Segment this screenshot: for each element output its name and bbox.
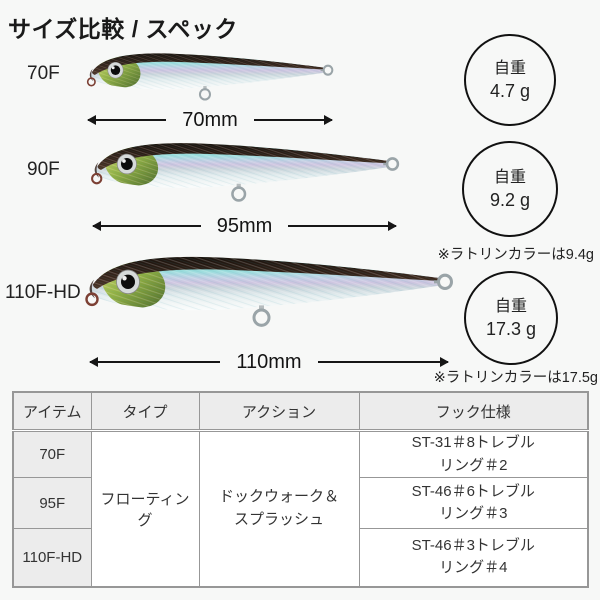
dimension-arrow-110fhd: 110mm	[88, 351, 450, 373]
arrow-right-icon	[253, 115, 334, 125]
arrow-right-icon	[288, 221, 397, 231]
weight-title: 自重	[493, 59, 526, 77]
arrow-right-icon	[317, 357, 450, 367]
arrow-left-icon	[92, 221, 201, 231]
col-header-item: アイテム	[12, 391, 92, 432]
lure-photo-70f	[86, 46, 334, 104]
spec-table-header-row: アイテム タイプ アクション フック仕様	[12, 391, 589, 432]
col-header-hook: フック仕様	[358, 391, 589, 432]
col-header-action: アクション	[198, 391, 360, 432]
weight-badge-70f: 自重 4.7 g	[464, 34, 556, 126]
item-cell-70f: 70F	[12, 430, 92, 478]
arrow-left-icon	[88, 357, 221, 367]
lure-photo-110fhd	[84, 246, 454, 332]
rattlin-color-note-90: ※ラトリンカラーは9.4g	[437, 247, 594, 263]
col-header-type: タイプ	[90, 391, 200, 432]
weight-title: 自重	[493, 168, 526, 186]
length-label-110fhd: 110mm	[236, 351, 302, 373]
table-row-110fhd: 110F-HD ST-46＃3トレブル リング＃4	[12, 528, 589, 587]
page-title: サイズ比較 / スペック	[8, 16, 238, 42]
weight-badge-90f: 自重 9.2 g	[462, 141, 558, 237]
arrow-left-icon	[86, 115, 167, 125]
action-cell: ドックウォーク＆ スプラッシュ	[198, 430, 360, 587]
table-row-95f: 95F ST-46＃6トレブル リング＃3	[12, 477, 589, 529]
dimension-arrow-90f: 95mm	[92, 215, 397, 237]
hook-cell-70f: ST-31＃8トレブル リング＃2	[358, 430, 589, 478]
item-cell-95f: 95F	[12, 477, 92, 529]
lure-label-70f: 70F	[27, 63, 60, 84]
lure-label-90f: 90F	[27, 159, 60, 180]
rattlin-color-note-110: ※ラトリンカラーは17.5g	[433, 370, 598, 386]
dimension-arrow-70f: 70mm	[86, 109, 334, 131]
table-row-70f: 70F フローティング ドックウォーク＆ スプラッシュ ST-31＃8トレブル …	[12, 430, 589, 587]
hook-cell-110fhd: ST-46＃3トレブル リング＃4	[358, 528, 589, 587]
length-label-90f: 95mm	[216, 215, 273, 237]
spec-table: アイテム タイプ アクション フック仕様 70F フローティング ドックウォーク…	[12, 391, 589, 588]
item-cell-110fhd: 110F-HD	[12, 528, 92, 587]
hook-cell-95f: ST-46＃6トレブル リング＃3	[358, 477, 589, 529]
weight-value-90f: 9.2 g	[489, 189, 531, 210]
type-cell: フローティング	[90, 430, 200, 587]
weight-badge-110fhd: 自重 17.3 g	[464, 271, 558, 365]
lure-photo-90f	[90, 134, 400, 206]
weight-value-70f: 4.7 g	[489, 80, 531, 101]
length-label-70f: 70mm	[182, 109, 238, 131]
lure-label-110fhd: 110F-HD	[5, 282, 81, 303]
weight-value-110fhd: 17.3 g	[485, 318, 537, 339]
weight-title: 自重	[494, 297, 527, 315]
